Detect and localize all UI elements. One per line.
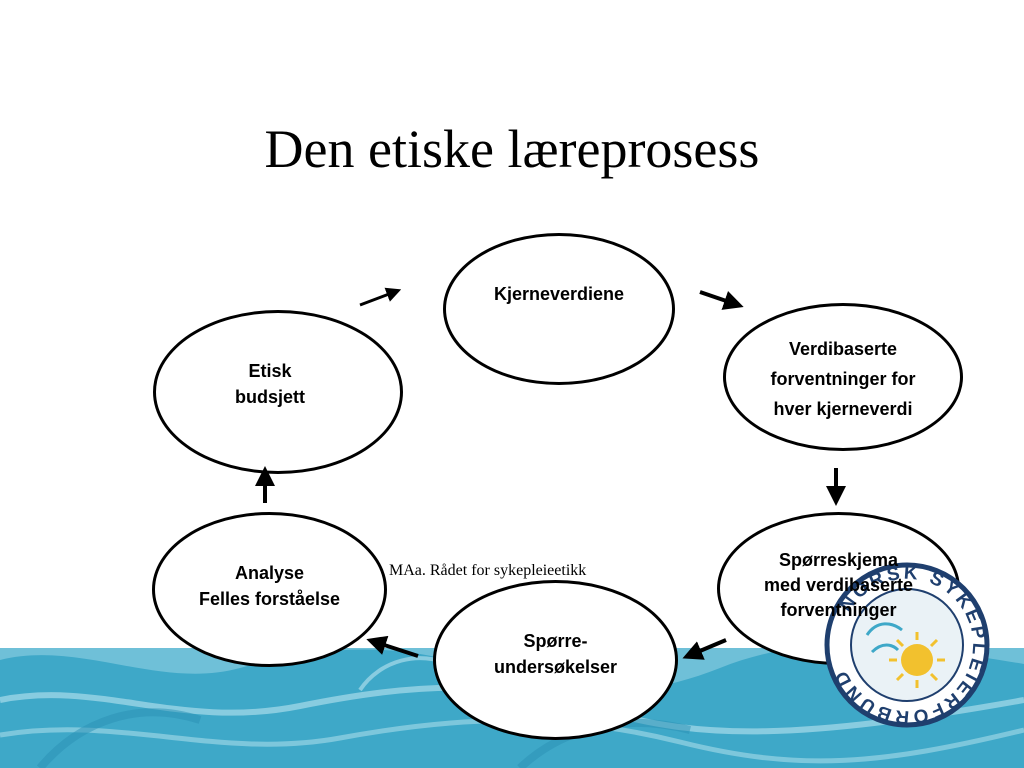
node-sporreskjema-line-1: Spørreskjema [778,550,899,570]
node-sporreundersokelser [433,580,678,740]
node-sporreskjema-line-3: forventninger [780,600,897,620]
node-etisk-line-1: Etisk [248,361,292,381]
node-sporreskjema-label: Spørreskjema med verdibaserte forventnin… [717,548,960,623]
node-analyse [152,512,387,667]
node-analyse-line-2: Felles forståelse [198,589,341,609]
node-etisk [153,310,403,474]
node-verdibaserte-line-3: hver kjerneverdi [773,399,913,419]
slide-title: Den etiske læreprosess [264,119,760,179]
node-verdibaserte-line-2: forventninger for [770,369,916,389]
node-sporreundersokelser-line-1: Spørre- [523,631,588,651]
node-etisk-label: Etisk budsjett [160,358,380,410]
node-kjerneverdiene [443,233,675,385]
norsk-sykepleierforbund-logo: NORSK SYKEPLEIERFORBUND [824,562,990,728]
node-kjerneverdiene-label: Kjerneverdiene [443,280,675,308]
node-analyse-label: Analyse Felles forståelse [152,560,387,612]
node-kjerneverdiene-line-1: Kjerneverdiene [493,284,625,304]
footer-credit: MAa. Rådet for sykepleieetikk [389,562,587,579]
node-verdibaserte [723,303,963,451]
node-sporreskjema-line-2: med verdibaserte [763,575,914,595]
node-verdibaserte-label: Verdibaserte forventninger for hver kjer… [723,334,963,424]
node-analyse-line-1: Analyse [234,563,305,583]
node-sporreundersokelser-line-2: undersøkelser [493,657,618,677]
node-etisk-line-2: budsjett [235,387,305,407]
node-sporreundersokelser-label: Spørre- undersøkelser [433,628,678,680]
node-verdibaserte-line-1: Verdibaserte [788,339,898,359]
